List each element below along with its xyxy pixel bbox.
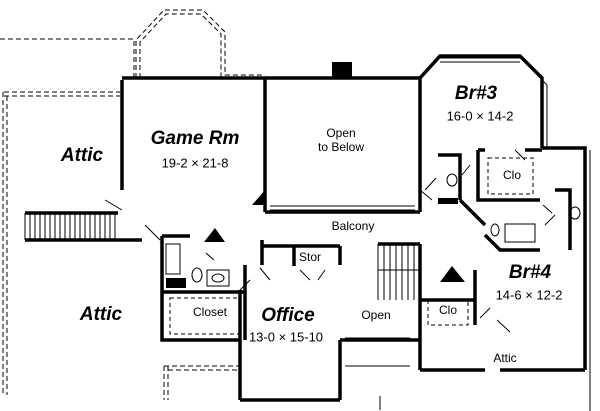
label-stor: Stor — [298, 250, 322, 265]
label-open-to-below: Open to Below — [317, 126, 365, 154]
stairs-left — [24, 213, 116, 240]
windows — [270, 57, 591, 411]
chimney-triangle-1 — [204, 228, 225, 242]
door-swings — [104, 149, 556, 333]
column-corner — [252, 190, 265, 205]
label-br3: Br#3 — [454, 83, 498, 105]
label-attic-upper-left: Attic — [60, 145, 104, 167]
closet-office — [169, 297, 241, 335]
label-clo-br3: Clo — [502, 168, 522, 183]
label-attic-lower-right: Attic — [493, 351, 517, 366]
attic-outline — [0, 9, 265, 400]
label-clo-br4: Clo — [438, 303, 458, 318]
label-open: Open — [361, 308, 391, 323]
label-office: Office — [261, 305, 315, 327]
counter-shadow — [438, 198, 458, 204]
fireplace — [332, 62, 352, 78]
tub-shadow — [166, 278, 186, 288]
dims-game-rm: 19-2 × 21-8 — [161, 155, 229, 171]
label-closet: Closet — [192, 305, 228, 320]
chimney-triangle-2 — [440, 266, 465, 282]
dims-br4: 14-6 × 12-2 — [495, 287, 563, 303]
dims-br3: 16-0 × 14-2 — [446, 108, 514, 124]
label-attic-lower-left: Attic — [79, 304, 123, 326]
label-balcony: Balcony — [331, 219, 375, 234]
closet-br3 — [487, 157, 534, 195]
stairs-center — [377, 244, 420, 300]
bath-fixtures — [165, 173, 581, 287]
closet-br4 — [427, 299, 469, 326]
label-br4: Br#4 — [508, 262, 552, 284]
label-game-rm: Game Rm — [150, 128, 240, 150]
dims-office: 13-0 × 15-10 — [248, 329, 324, 345]
